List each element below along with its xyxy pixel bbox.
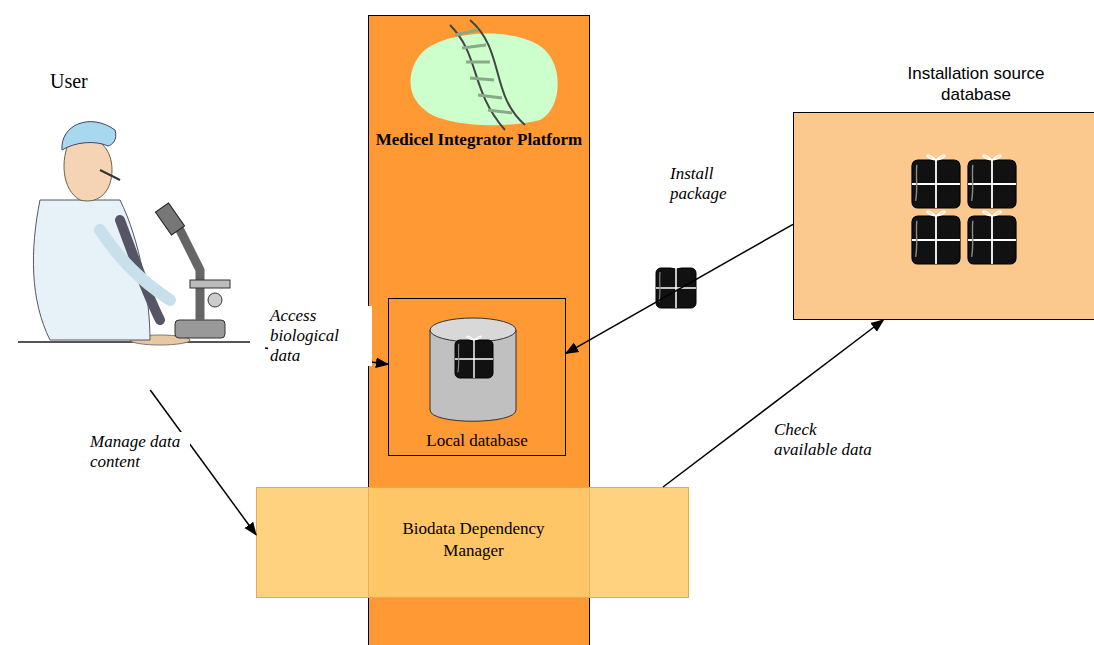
package-group <box>912 155 1016 264</box>
dna-illustration <box>410 20 557 130</box>
edge-label: Access biological data <box>268 306 372 366</box>
edge-label: Install package <box>668 164 742 204</box>
connector-arrow <box>663 320 883 487</box>
node-text: User <box>50 70 88 93</box>
node-text: Local database <box>389 431 565 451</box>
edge-label: Check available data <box>772 420 881 460</box>
manager-box: Biodata Dependency Manager <box>256 487 689 598</box>
node-text: Biodata Dependency Manager <box>387 518 560 562</box>
connector-arrow <box>566 224 793 353</box>
edge-label: Manage data content <box>88 432 190 472</box>
database-cylinder <box>430 318 516 421</box>
node-text: Installation source database <box>876 63 1076 105</box>
scientist-illustration <box>18 122 250 345</box>
package-icon <box>656 264 696 308</box>
node-text: Medicel Integrator Platform <box>369 128 589 152</box>
